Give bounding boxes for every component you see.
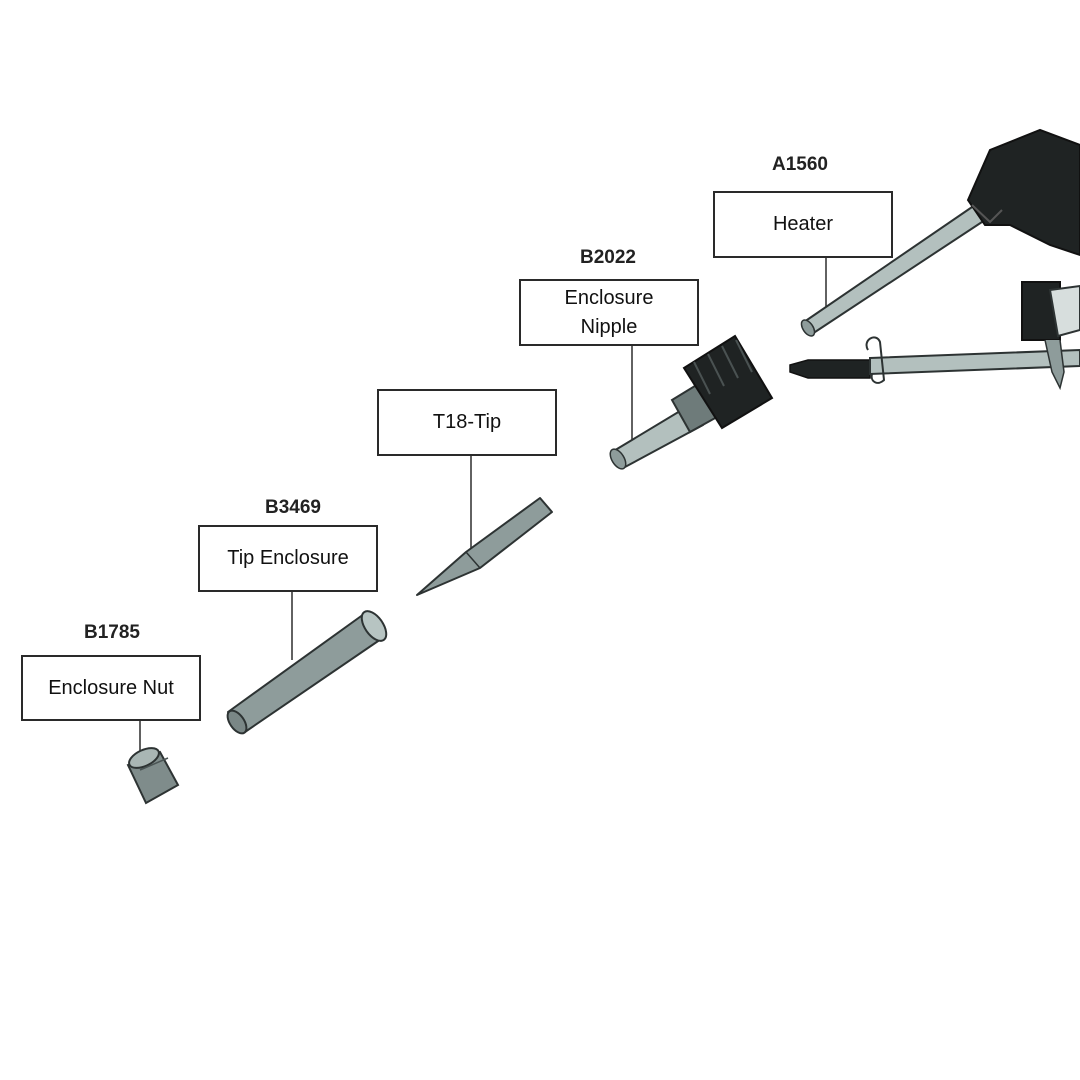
- label-enclosure-nipple-line1: Enclosure: [564, 286, 654, 309]
- part-code-tip-enclosure: B3469: [265, 497, 321, 518]
- part-code-enclosure-nut: B1785: [84, 622, 140, 643]
- tip-enclosure-part: [226, 610, 388, 735]
- label-t18-tip-text: T18-Tip: [432, 411, 502, 433]
- label-enclosure-nut: Enclosure Nut: [21, 655, 201, 721]
- label-tip-enclosure: Tip Enclosure: [198, 525, 378, 592]
- label-t18-tip: T18-Tip: [377, 389, 557, 456]
- part-code-heater: A1560: [772, 154, 828, 175]
- part-code-enclosure-nipple: B2022: [580, 247, 636, 268]
- enclosure-nipple-part: [609, 334, 774, 470]
- label-enclosure-nut-text: Enclosure Nut: [48, 676, 174, 699]
- label-heater-text: Heater: [772, 213, 834, 235]
- label-enclosure-nipple-line2: Nipple: [580, 315, 638, 338]
- handle-assembly-part: [789, 281, 1080, 391]
- enclosure-nut-part: [126, 747, 180, 805]
- label-enclosure-nipple: Enclosure Nipple: [519, 279, 699, 346]
- label-heater: Heater: [713, 191, 893, 258]
- label-tip-enclosure-text: Tip Enclosure: [227, 547, 349, 569]
- heater-part: [800, 128, 1080, 337]
- t18-tip-part: [416, 497, 553, 596]
